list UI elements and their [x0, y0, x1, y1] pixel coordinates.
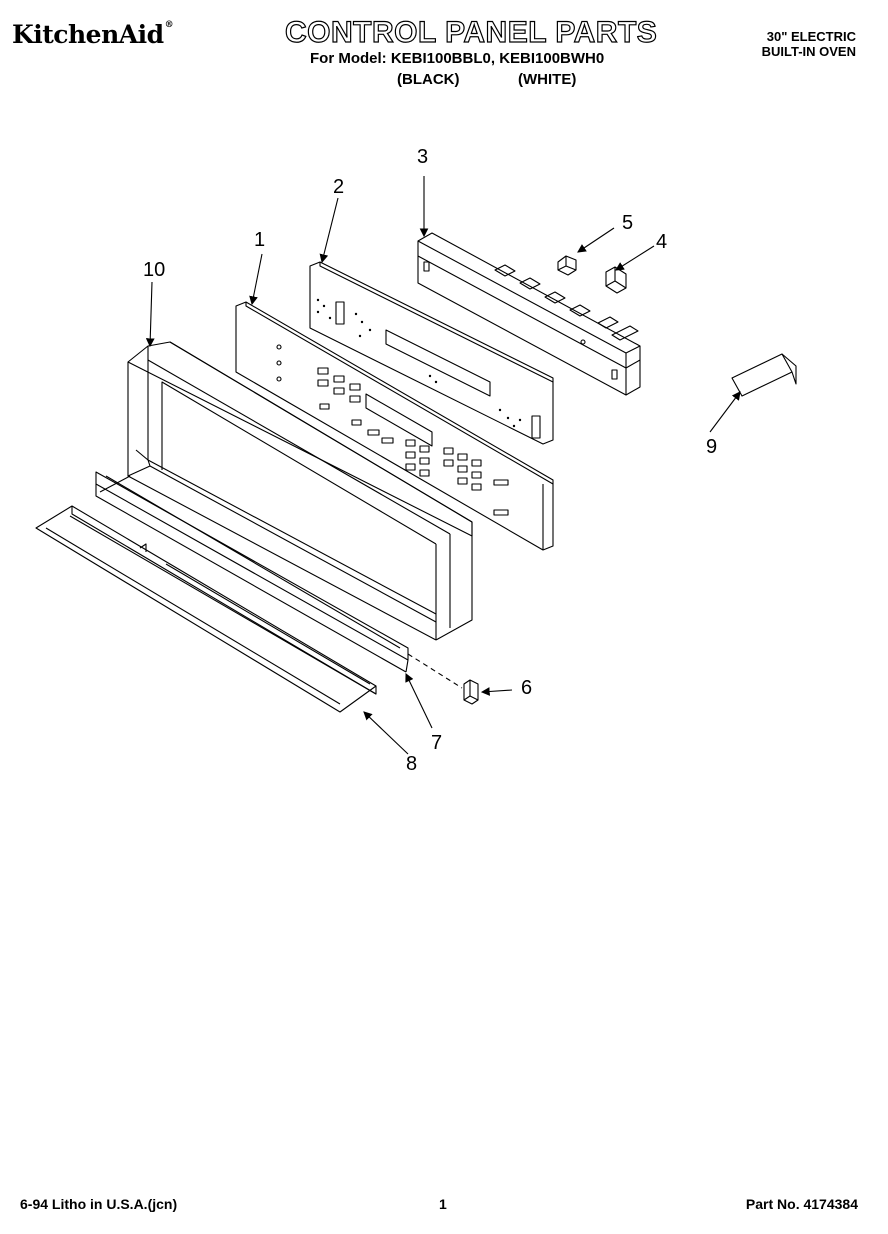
- part-6-clip: [463, 679, 479, 705]
- callout-7: 7: [431, 732, 442, 754]
- part-2-circuit-panel: [309, 261, 554, 445]
- callout-4: 4: [656, 231, 667, 253]
- callout-9: 9: [706, 436, 717, 458]
- part-1-control-panel: [235, 301, 554, 551]
- variant-black-label: (BLACK): [397, 71, 460, 88]
- product-type-line2: BUILT-IN OVEN: [761, 44, 856, 59]
- part-number: Part No. 4174384: [745, 1196, 858, 1212]
- page-title: CONTROL PANEL PARTS: [284, 15, 658, 49]
- callout-6: 6: [521, 677, 532, 699]
- callout-10: 10: [143, 259, 165, 281]
- callout-3: 3: [417, 146, 428, 168]
- part-7-trim-strip: [95, 471, 409, 673]
- page-number: 1: [439, 1196, 447, 1212]
- callout-1: 1: [254, 229, 265, 251]
- variant-white-label: (WHITE): [518, 71, 577, 88]
- part-4-bracket: [605, 266, 627, 294]
- part-3-control-bracket: [417, 232, 641, 396]
- part-8-bottom-cover: [35, 505, 377, 713]
- part-5-clip: [557, 255, 577, 276]
- print-info: 6-94 Litho in U.S.A.(jcn): [20, 1196, 178, 1212]
- part-9-deflector: [731, 353, 797, 397]
- callout-2: 2: [333, 176, 344, 198]
- callout-8: 8: [406, 753, 417, 775]
- part-10-housing-frame: [127, 341, 473, 641]
- brand-logo: KitchenAid®: [12, 20, 174, 49]
- product-type-line1: 30" ELECTRIC: [766, 29, 856, 44]
- callout-5: 5: [622, 212, 633, 234]
- leader-lines: [145, 176, 741, 755]
- part-6-assembly-line: [407, 653, 463, 689]
- model-line: For Model: KEBI100BBL0, KEBI100BWH0: [310, 50, 605, 67]
